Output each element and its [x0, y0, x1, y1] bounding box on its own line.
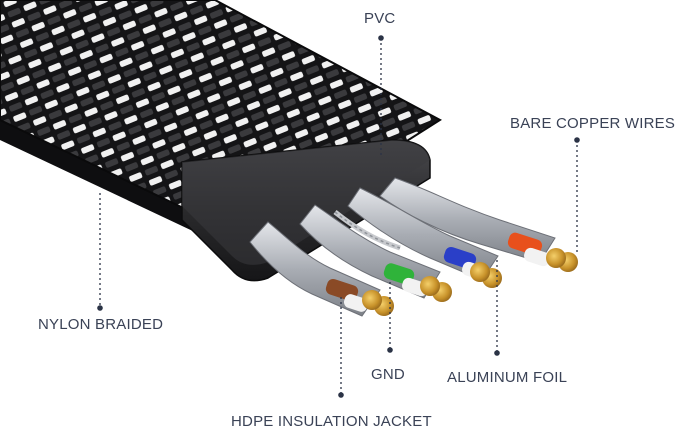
dot-hdpe	[338, 392, 344, 398]
dot-gnd	[387, 347, 393, 353]
label-pvc: PVC	[364, 10, 396, 27]
dot-aluminum	[494, 350, 500, 356]
pair-blue	[347, 187, 502, 288]
dot-nylon	[97, 305, 103, 311]
pair-brown	[249, 221, 394, 317]
drain-wire	[333, 210, 401, 251]
dot-pvc	[378, 35, 384, 41]
leader-dots	[97, 35, 580, 398]
leader-lines	[99, 38, 578, 395]
pair-green	[299, 204, 452, 302]
label-gnd: GND	[371, 366, 405, 383]
label-hdpe-insulation-jacket: HDPE INSULATION JACKET	[231, 413, 432, 430]
inner-pairs	[249, 177, 578, 317]
label-nylon-braided: NYLON BRAIDED	[38, 316, 164, 333]
label-bare-copper-wires: BARE COPPER WIRES	[510, 115, 676, 132]
label-aluminum-foil: ALUMINUM FOIL	[447, 369, 568, 386]
pair-orange	[379, 177, 578, 272]
dot-copper	[574, 137, 580, 143]
pvc-jacket	[181, 139, 431, 282]
